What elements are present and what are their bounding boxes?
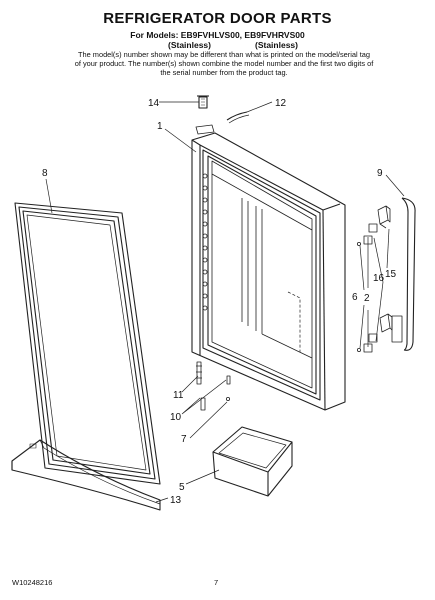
door-handle [391,197,416,351]
callout-2: 2 [364,293,370,304]
handle-screws [356,223,378,353]
door-assembly [191,124,346,411]
leader-lines [45,101,405,503]
callout-9: 9 [377,168,383,179]
finish-label-left: (Stainless) [168,40,211,50]
door-bin [212,426,293,497]
callout-15: 15 [385,269,397,280]
finish-label-right: (Stainless) [255,40,298,50]
lower-rail [11,439,161,511]
handle-mounts [377,205,393,333]
callout-10: 10 [170,412,182,423]
callout-7: 7 [181,434,187,445]
callout-6: 6 [352,292,358,303]
model-note: The model(s) number shown may be differe… [74,50,374,77]
page-number: 7 [214,578,219,587]
hinge-bushing [197,95,209,109]
callout-16: 16 [373,273,385,284]
document-number: W10248216 [12,578,53,587]
callout-1: 1 [157,121,163,132]
callout-11: 11 [173,390,184,401]
callout-numbers: 14 12 1 8 9 15 16 2 6 11 10 7 5 13 [42,98,397,506]
callout-14: 14 [148,98,160,109]
door-gasket [14,202,161,485]
page-title: REFRIGERATOR DOOR PARTS [103,10,332,27]
bracket-hardware [196,361,231,411]
models-line: For Models: EB9FVHLVS00, EB9FVHRVS00 [130,30,305,40]
callout-8: 8 [42,168,48,179]
callout-13: 13 [170,495,182,506]
callout-12: 12 [275,98,287,109]
part-12-strip [226,111,248,121]
callout-5: 5 [179,482,185,493]
